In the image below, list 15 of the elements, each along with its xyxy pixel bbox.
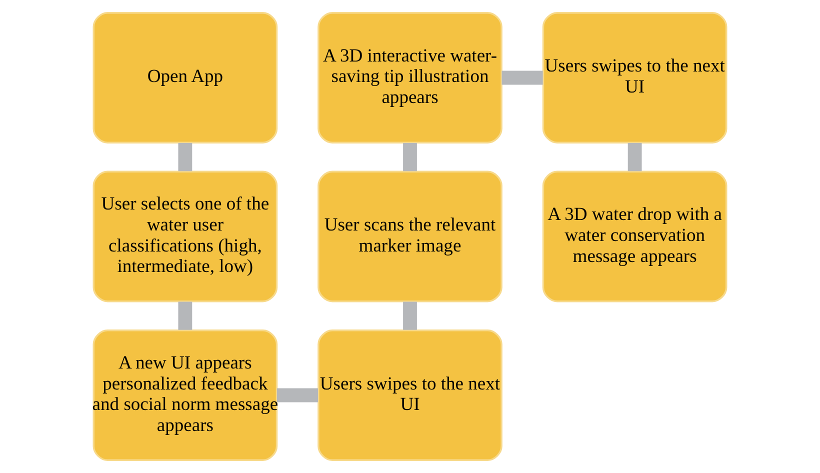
node-box: A new UI appears personalized feedback and social norm message appears [92, 330, 278, 462]
node-box: User scans the relevant marker image [318, 170, 502, 302]
connector [502, 70, 543, 85]
node-box: A 3D water drop with a water conservation message appears [542, 170, 728, 302]
node-box: Users swipes to the next UI [542, 12, 728, 144]
connector [403, 142, 417, 172]
connector [276, 388, 318, 402]
node-box: A 3D interactive water-saving tip illustration appears [318, 12, 502, 144]
node-box: Open App [92, 12, 278, 144]
connector [178, 142, 192, 172]
connector [403, 302, 417, 330]
node-box: Users swipes to the next UI [318, 330, 502, 462]
connector [178, 302, 192, 330]
node-box: User selects one of the water user classifications (high, intermediate, low) [92, 170, 278, 302]
connector [628, 142, 642, 172]
